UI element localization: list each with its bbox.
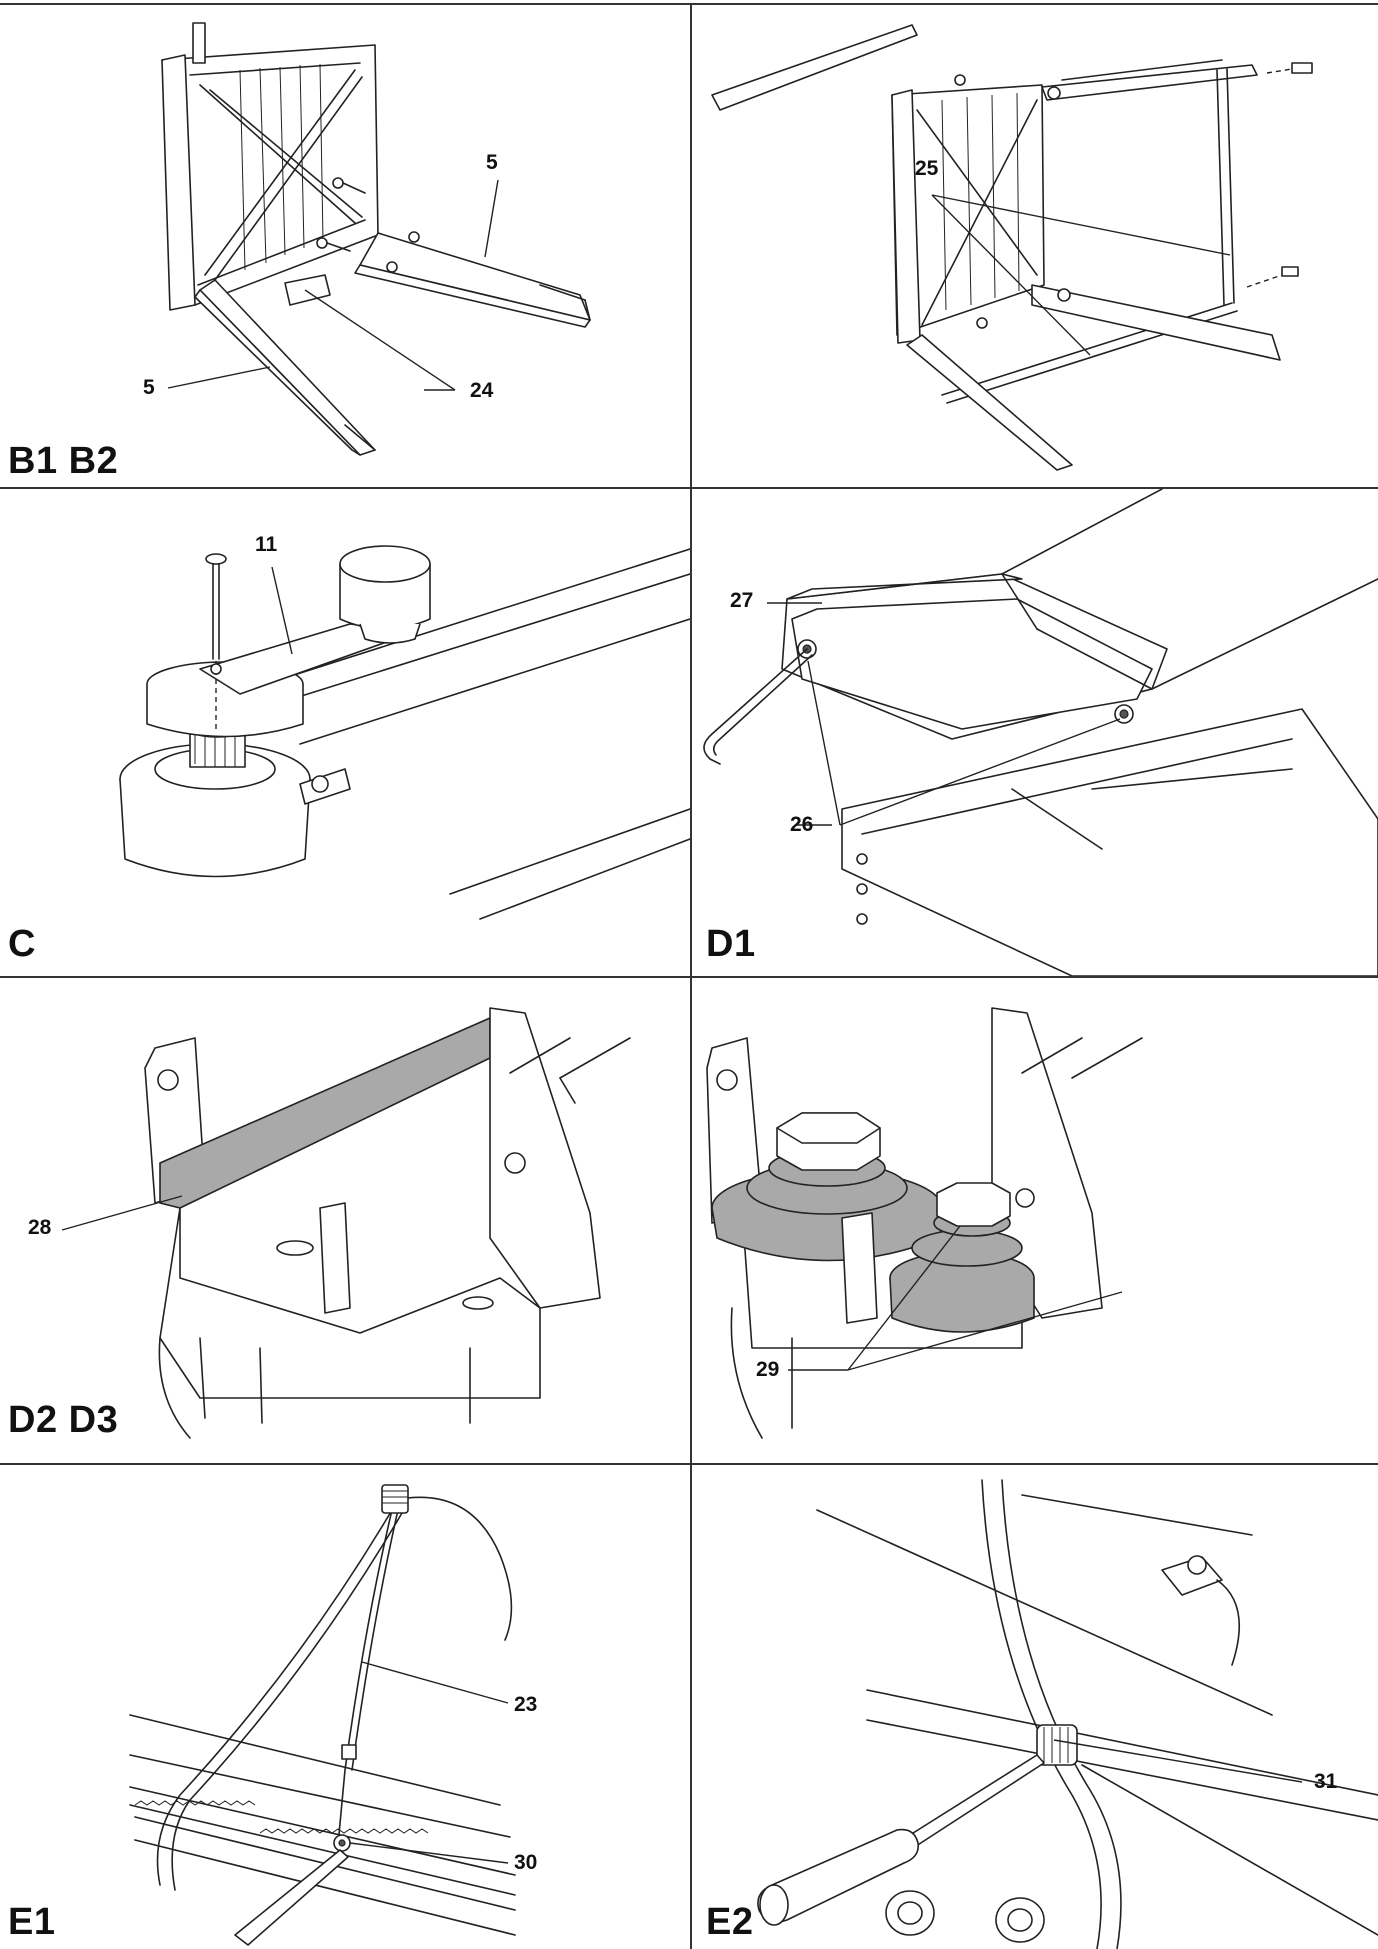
panel-d2-d3: 28 D2 D3 — [0, 978, 690, 1463]
panel-label-d1: D1 — [706, 923, 756, 965]
panel-label-c: C — [8, 923, 36, 965]
panel-label-b1-b2: B1 B2 — [8, 440, 119, 482]
grid-line-row2 — [0, 976, 1378, 978]
callout-5-right: 5 — [486, 151, 498, 174]
panel-label-d2-d3: D2 D3 — [8, 1399, 119, 1441]
callout-31: 31 — [1314, 1770, 1338, 1793]
callout-11: 11 — [255, 533, 278, 556]
crank-handle-drawing — [119, 545, 690, 920]
panel-d1: 27 26 D1 — [692, 489, 1378, 976]
cable-gland-drawing — [757, 1479, 1378, 1949]
callout-23: 23 — [514, 1693, 538, 1716]
motor-cover-drawing — [703, 489, 1378, 976]
callout-5-left: 5 — [143, 376, 155, 399]
callout-27: 27 — [730, 589, 754, 612]
stand-frame-drawing — [161, 22, 591, 456]
grease-strip-drawing — [61, 1007, 631, 1439]
cable-routing-drawing — [129, 1484, 516, 1946]
panel-d3-washers: 29 — [692, 978, 1378, 1463]
grid-line-center — [690, 3, 692, 1949]
grid-line-top — [0, 3, 1378, 5]
callout-30: 30 — [514, 1851, 538, 1874]
grid-line-row1 — [0, 487, 1378, 489]
panel-c: 11 C — [0, 489, 690, 976]
callout-24: 24 — [470, 379, 494, 402]
panel-e2: 31 E2 — [692, 1465, 1378, 1949]
panel-e1: 23 30 E1 — [0, 1465, 690, 1949]
panel-label-e1: E1 — [8, 1901, 56, 1943]
callout-25: 25 — [915, 157, 939, 180]
grid-line-row3 — [0, 1463, 1378, 1465]
panel-label-e2: E2 — [706, 1901, 754, 1943]
callout-29: 29 — [756, 1358, 780, 1381]
panel-b2-frame: 25 — [692, 5, 1378, 487]
callout-26: 26 — [790, 813, 814, 836]
callout-29-leaders — [692, 978, 1378, 1463]
frame-crossbars-drawing — [711, 24, 1313, 471]
callout-28: 28 — [28, 1216, 52, 1239]
panel-b1-b2: 5 5 24 B1 B2 — [0, 5, 690, 487]
